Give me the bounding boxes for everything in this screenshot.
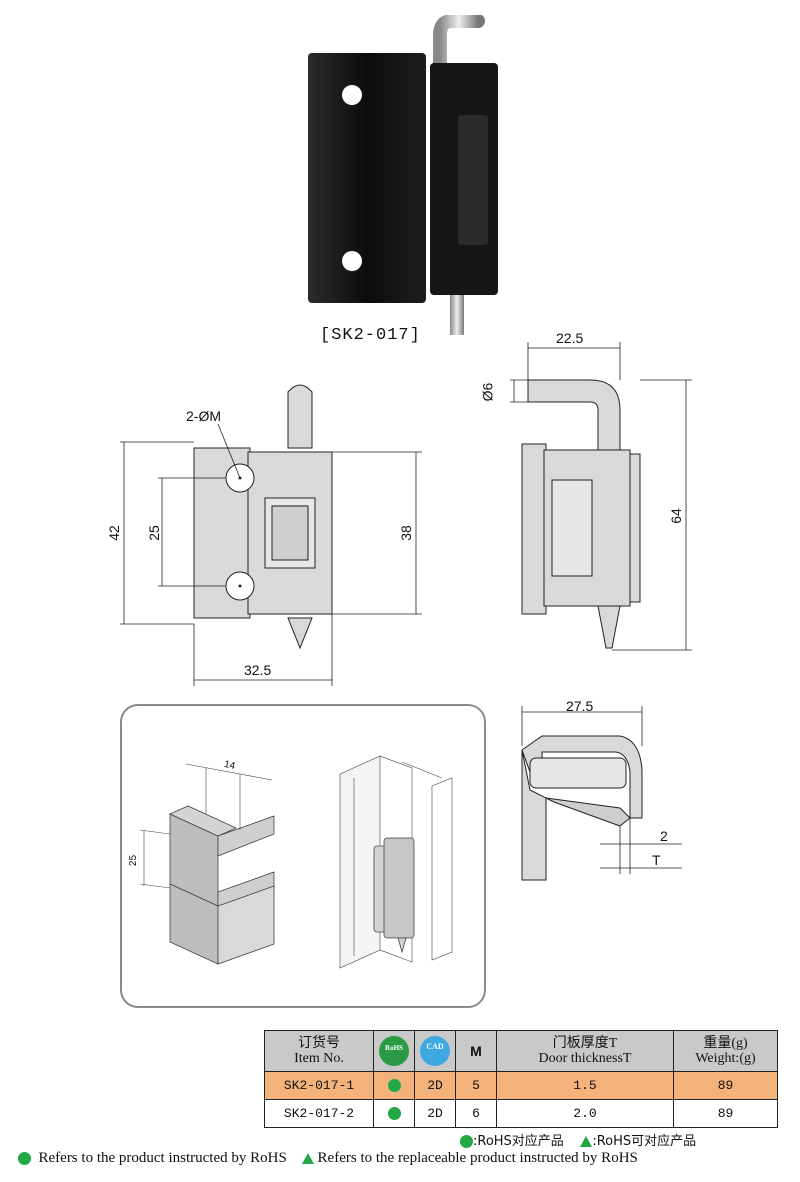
top-dim-t: T xyxy=(652,852,661,868)
cell-weight: 89 xyxy=(673,1099,778,1128)
cad-badge-icon: CAD xyxy=(420,1036,450,1066)
header-cad: CAD xyxy=(414,1030,456,1072)
header-item-cn: 订货号 xyxy=(298,1036,340,1051)
cell-t: 1.5 xyxy=(496,1071,674,1100)
front-hole-label: 2-ØM xyxy=(186,408,221,424)
replaceable-triangle-icon xyxy=(301,1153,314,1165)
cell-cad: 2D xyxy=(414,1071,456,1100)
front-dim-pitch: 25 xyxy=(145,525,162,541)
header-door-cn: 门板厚度T xyxy=(552,1036,618,1051)
table-row: SK2-017-1 2D 5 1.5 89 xyxy=(264,1071,778,1100)
cell-m: 5 xyxy=(455,1071,497,1100)
legend-cn-rohs: :RoHS对应产品 xyxy=(473,1134,564,1149)
cell-rohs xyxy=(373,1099,415,1128)
rohs-badge-icon: RoHS xyxy=(379,1036,409,1066)
side-dim-top: 22.5 xyxy=(556,330,584,346)
front-dim-width: 32.5 xyxy=(244,662,272,678)
header-rohs: RoHS xyxy=(373,1030,415,1072)
mounting-panel xyxy=(120,704,486,1008)
front-dim-leaf: 38 xyxy=(397,525,414,541)
cell-cad: 2D xyxy=(414,1099,456,1128)
legend-cn-replace: :RoHS可对应产品 xyxy=(592,1134,697,1149)
rohs-dot-icon xyxy=(460,1135,473,1148)
top-dim-width: 27.5 xyxy=(566,698,594,714)
header-weight-en: Weight:(g) xyxy=(695,1051,756,1066)
cutout-dim-14: 14 xyxy=(222,758,237,773)
cell-rohs xyxy=(373,1071,415,1100)
cutout-dim-25: 25 xyxy=(128,854,140,867)
legend-cn: :RoHS对应产品 :RoHS可对应产品 xyxy=(460,1130,696,1149)
header-weight: 重量(g)Weight:(g) xyxy=(673,1030,778,1072)
side-dim-height: 64 xyxy=(667,508,684,524)
rohs-dot-icon xyxy=(387,1079,401,1093)
cell-item: SK2-017-1 xyxy=(264,1071,374,1100)
header-item-en: Item No. xyxy=(294,1051,344,1066)
cell-weight: 89 xyxy=(673,1071,778,1100)
product-caption: [SK2-017] xyxy=(320,326,421,345)
front-dim-height: 42 xyxy=(105,525,122,541)
rohs-dot-icon xyxy=(387,1107,401,1121)
product-photo xyxy=(308,15,498,335)
side-view-drawing xyxy=(510,342,692,651)
legend-en: Refers to the product instructed by RoHS… xyxy=(18,1150,638,1167)
legend-en-rohs: Refers to the product instructed by RoHS xyxy=(38,1150,287,1166)
mounting-illustration xyxy=(139,755,453,969)
cell-t: 2.0 xyxy=(496,1099,674,1128)
top-view-drawing xyxy=(521,706,682,881)
cell-item: SK2-017-2 xyxy=(264,1099,374,1128)
side-dim-pin: Ø6 xyxy=(479,382,496,402)
header-weight-cn: 重量(g) xyxy=(703,1036,748,1051)
cell-m: 6 xyxy=(455,1099,497,1128)
header-m: M xyxy=(455,1030,497,1072)
front-view-drawing xyxy=(120,384,422,686)
top-dim-gap: 2 xyxy=(660,828,668,844)
rohs-dot-icon xyxy=(18,1152,31,1166)
legend-en-replace: Refers to the replaceable product instru… xyxy=(317,1150,638,1166)
replaceable-triangle-icon xyxy=(580,1136,593,1147)
table-row: SK2-017-2 2D 6 2.0 89 xyxy=(264,1099,778,1128)
header-door-en: Door thicknessT xyxy=(538,1051,632,1066)
